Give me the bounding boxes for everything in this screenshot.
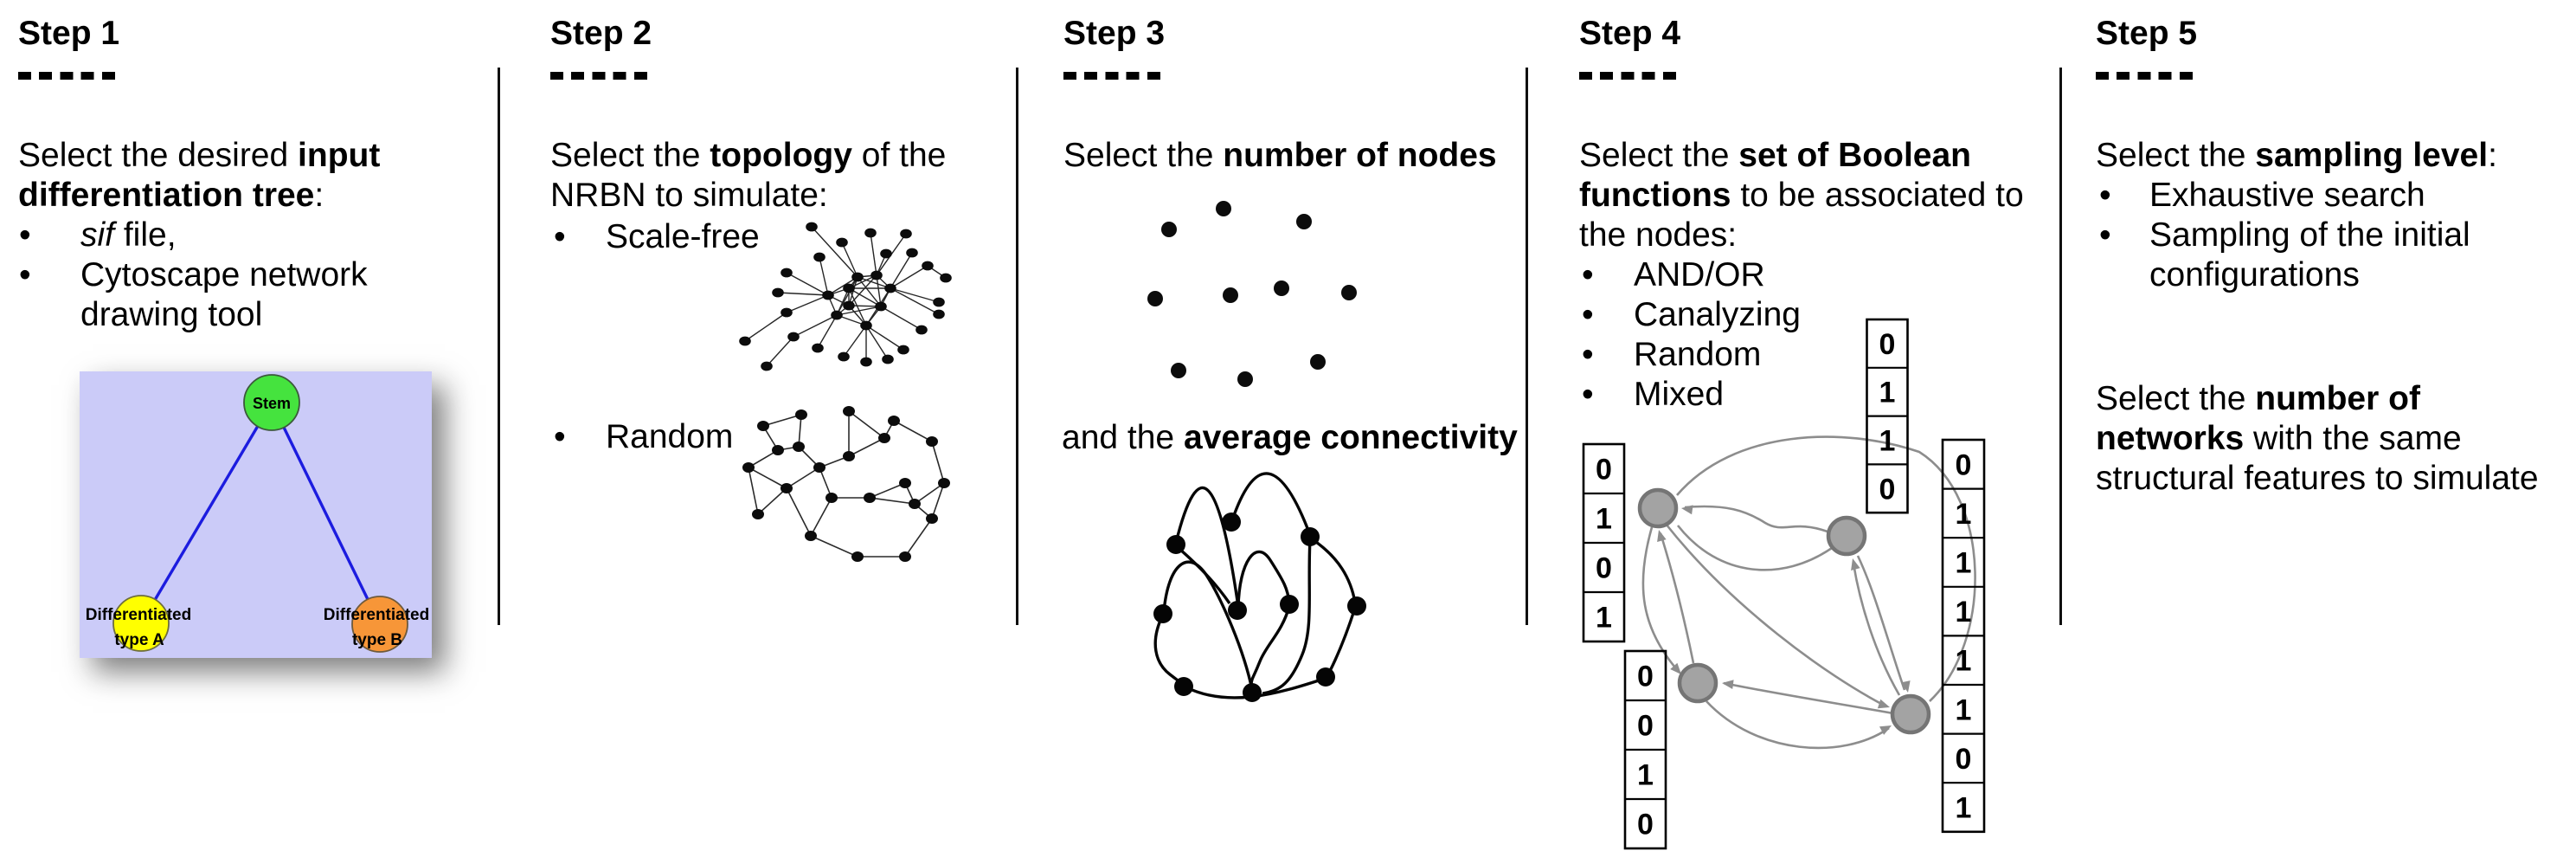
svg-text:0: 0 bbox=[1637, 661, 1654, 693]
svg-text:1: 1 bbox=[1879, 425, 1896, 458]
svg-text:0: 0 bbox=[1956, 448, 1972, 481]
svg-text:1: 1 bbox=[1956, 645, 1972, 678]
svg-text:0: 0 bbox=[1596, 552, 1612, 585]
svg-text:0: 0 bbox=[1879, 473, 1896, 506]
svg-text:Stem: Stem bbox=[253, 395, 291, 412]
svg-text:1: 1 bbox=[1637, 759, 1654, 792]
svg-text:1: 1 bbox=[1879, 377, 1896, 409]
svg-text:0: 0 bbox=[1637, 710, 1654, 743]
svg-text:1: 1 bbox=[1956, 693, 1972, 726]
svg-text:0: 0 bbox=[1596, 454, 1612, 487]
svg-text:1: 1 bbox=[1956, 596, 1972, 629]
svg-text:Differentiated: Differentiated bbox=[324, 606, 429, 624]
svg-text:1: 1 bbox=[1956, 547, 1972, 580]
svg-text:type B: type B bbox=[352, 631, 402, 649]
svg-text:Differentiated: Differentiated bbox=[86, 606, 191, 624]
svg-text:1: 1 bbox=[1596, 503, 1612, 536]
svg-text:0: 0 bbox=[1879, 328, 1896, 361]
svg-text:1: 1 bbox=[1956, 498, 1972, 531]
svg-text:type A: type A bbox=[114, 631, 164, 649]
svg-text:1: 1 bbox=[1596, 602, 1612, 635]
svg-text:0: 0 bbox=[1956, 743, 1972, 776]
svg-text:0: 0 bbox=[1637, 809, 1654, 841]
svg-text:1: 1 bbox=[1956, 792, 1972, 825]
